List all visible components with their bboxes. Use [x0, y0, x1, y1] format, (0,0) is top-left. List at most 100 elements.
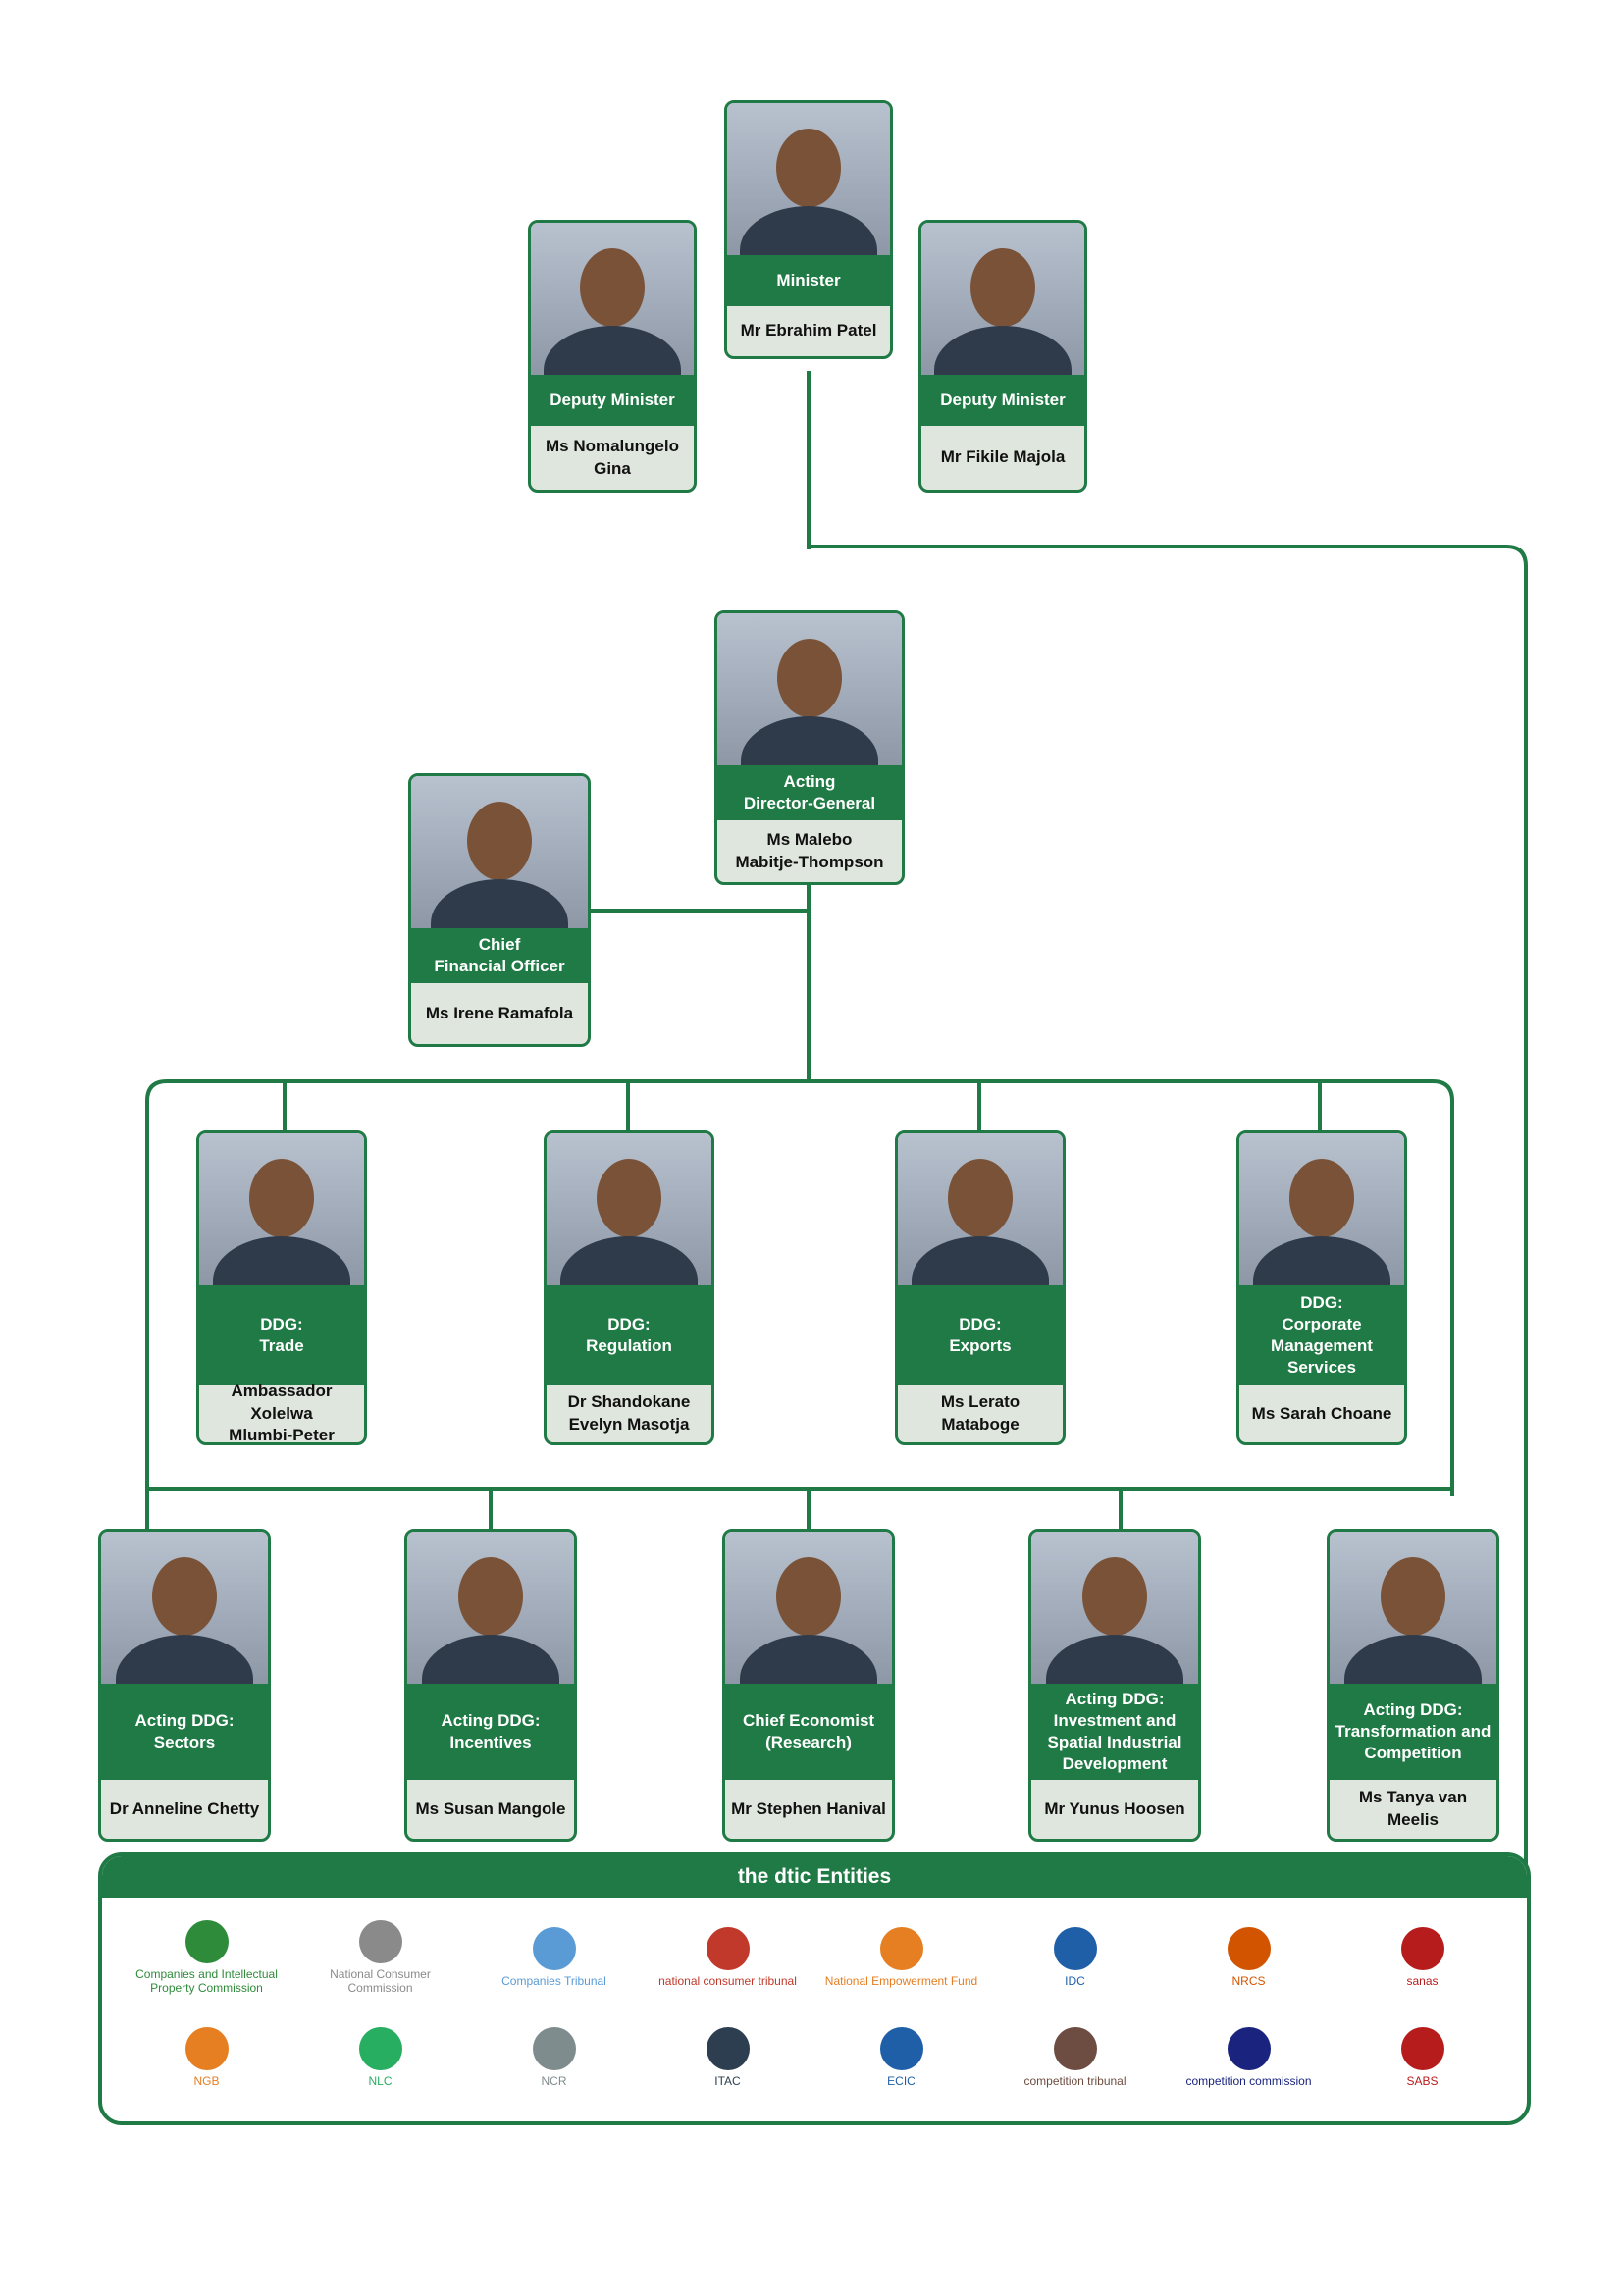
deputy-minister-card: Deputy Minister Ms Nomalungelo Gina [528, 220, 697, 493]
entity-logo-label: National Consumer Commission [330, 1966, 431, 1995]
entity-logo: National Consumer Commission [299, 1915, 461, 2000]
entity-logo-label: competition tribunal [1023, 2073, 1126, 2088]
entity-logo-grid: Companies and Intellectual Property Comm… [102, 1898, 1527, 2117]
acting-ddg-role: Acting DDG: Incentives [407, 1684, 574, 1780]
acting-ddg-role: Acting DDG: Investment and Spatial Indus… [1031, 1684, 1198, 1780]
entity-logo: IDC [994, 1915, 1156, 2000]
acting-ddg-name: Ms Susan Mangole [415, 1799, 566, 1818]
director-general-role: Acting Director-General [717, 765, 902, 820]
director-general-card: Acting Director-General Ms Malebo Mabitj… [714, 610, 905, 885]
entity-logo: Companies Tribunal [473, 1915, 635, 2000]
entity-logo-mark-icon [1227, 2026, 1271, 2070]
ddg-card: DDG: Regulation Dr Shandokane Evelyn Mas… [544, 1130, 714, 1445]
entity-logo-mark-icon [1400, 1926, 1444, 1970]
ddg-card: DDG: Trade Ambassador Xolelwa Mlumbi-Pet… [196, 1130, 367, 1445]
acting-ddg-name: Mr Yunus Hoosen [1044, 1799, 1185, 1818]
entity-logo-label: NLC [368, 2073, 393, 2088]
entity-logo: competition tribunal [994, 2015, 1156, 2100]
acting-ddg-name: Dr Anneline Chetty [109, 1799, 260, 1818]
ddg-photo [1239, 1133, 1404, 1285]
entity-logo: NGB [126, 2015, 288, 2100]
ddg-photo [898, 1133, 1063, 1285]
entity-logo-label: IDC [1065, 1973, 1085, 1988]
ddg-role: DDG: Corporate Management Services [1239, 1285, 1404, 1385]
minister-photo [727, 103, 890, 255]
acting-ddg-name: Ms Tanya van Meelis [1358, 1788, 1468, 1829]
deputy-minister-role: Deputy Minister [921, 375, 1084, 426]
entity-logo-mark-icon [879, 1926, 923, 1970]
cfo-role: Chief Financial Officer [411, 928, 588, 983]
entity-logo-label: NGB [193, 2073, 220, 2088]
chief-economist-role: Chief Economist (Research) [725, 1684, 892, 1780]
deputy-minister-photo [921, 223, 1084, 375]
entity-logo-mark-icon [184, 2026, 229, 2070]
cfo-photo [411, 776, 588, 928]
entity-logo-label: NCR [541, 2073, 567, 2088]
ddg-name: Ms Sarah Choane [1251, 1403, 1392, 1423]
deputy-minister-role: Deputy Minister [531, 375, 694, 426]
acting-ddg-card: Acting DDG: Investment and Spatial Indus… [1028, 1529, 1201, 1842]
entity-logo-label: SABS [1406, 2073, 1439, 2088]
entity-logo-label: sanas [1406, 1973, 1439, 1988]
entity-logo-mark-icon [532, 1926, 576, 1970]
deputy-minister-photo [531, 223, 694, 375]
ddg-name: Dr Shandokane Evelyn Masotja [567, 1392, 691, 1434]
entity-logo: sanas [1341, 1915, 1503, 2000]
acting-ddg-photo [407, 1532, 574, 1684]
entity-logo-mark-icon [184, 1919, 229, 1963]
chief-economist-card: Chief Economist (Research) Mr Stephen Ha… [722, 1529, 895, 1842]
director-general-photo [717, 613, 902, 765]
entity-logo-mark-icon [358, 2026, 402, 2070]
minister-role: Minister [727, 255, 890, 306]
ddg-card: DDG: Corporate Management Services Ms Sa… [1236, 1130, 1407, 1445]
entity-logo: SABS [1341, 2015, 1503, 2100]
entity-logo: NLC [299, 2015, 461, 2100]
acting-ddg-card: Acting DDG: Transformation and Competiti… [1327, 1529, 1499, 1842]
entity-logo-mark-icon [1400, 2026, 1444, 2070]
entity-logo-mark-icon [706, 2026, 750, 2070]
entity-logo-mark-icon [532, 2026, 576, 2070]
ddg-card: DDG: Exports Ms Lerato Mataboge [895, 1130, 1066, 1445]
entity-logo: NRCS [1168, 1915, 1330, 2000]
acting-ddg-role: Acting DDG: Transformation and Competiti… [1330, 1684, 1496, 1780]
ddg-role: DDG: Exports [898, 1285, 1063, 1385]
ddg-name: Ambassador Xolelwa Mlumbi-Peter [229, 1381, 335, 1445]
entity-logo-mark-icon [706, 1926, 750, 1970]
deputy-minister-name: Mr Fikile Majola [940, 447, 1066, 467]
minister-name: Mr Ebrahim Patel [740, 321, 877, 340]
entity-logo-label: competition commission [1185, 2073, 1312, 2088]
entity-logo: national consumer tribunal [647, 1915, 809, 2000]
acting-ddg-photo [1330, 1532, 1496, 1684]
acting-ddg-photo [1031, 1532, 1198, 1684]
entity-logo: Companies and Intellectual Property Comm… [126, 1915, 288, 2000]
entity-logo-label: Companies Tribunal [501, 1973, 606, 1988]
entity-logo: competition commission [1168, 2015, 1330, 2100]
ddg-photo [547, 1133, 711, 1285]
ddg-photo [199, 1133, 364, 1285]
cfo-card: Chief Financial Officer Ms Irene Ramafol… [408, 773, 591, 1047]
entity-logo-mark-icon [358, 1919, 402, 1963]
acting-ddg-card: Acting DDG: Incentives Ms Susan Mangole [404, 1529, 577, 1842]
chief-economist-photo [725, 1532, 892, 1684]
entity-logo-mark-icon [1227, 1926, 1271, 1970]
minister-card: Minister Mr Ebrahim Patel [724, 100, 893, 359]
entity-logo: ITAC [647, 2015, 809, 2100]
director-general-name: Ms Malebo Mabitje-Thompson [735, 829, 884, 871]
entity-logo-mark-icon [1053, 2026, 1097, 2070]
entity-logo: ECIC [820, 2015, 982, 2100]
entity-logo-mark-icon [1053, 1926, 1097, 1970]
chief-economist-name: Mr Stephen Hanival [731, 1799, 886, 1818]
entity-logo-label: NRCS [1231, 1973, 1266, 1988]
acting-ddg-card: Acting DDG: Sectors Dr Anneline Chetty [98, 1529, 271, 1842]
ddg-role: DDG: Trade [199, 1285, 364, 1385]
entity-logo-label: ECIC [887, 2073, 916, 2088]
entity-logo-label: national consumer tribunal [658, 1973, 797, 1988]
entity-logo: National Empowerment Fund [820, 1915, 982, 2000]
entity-logo-label: ITAC [714, 2073, 741, 2088]
acting-ddg-role: Acting DDG: Sectors [101, 1684, 268, 1780]
acting-ddg-photo [101, 1532, 268, 1684]
entities-panel: the dtic Entities Companies and Intellec… [98, 1852, 1531, 2125]
ddg-name: Ms Lerato Mataboge [940, 1392, 1021, 1434]
ddg-role: DDG: Regulation [547, 1285, 711, 1385]
